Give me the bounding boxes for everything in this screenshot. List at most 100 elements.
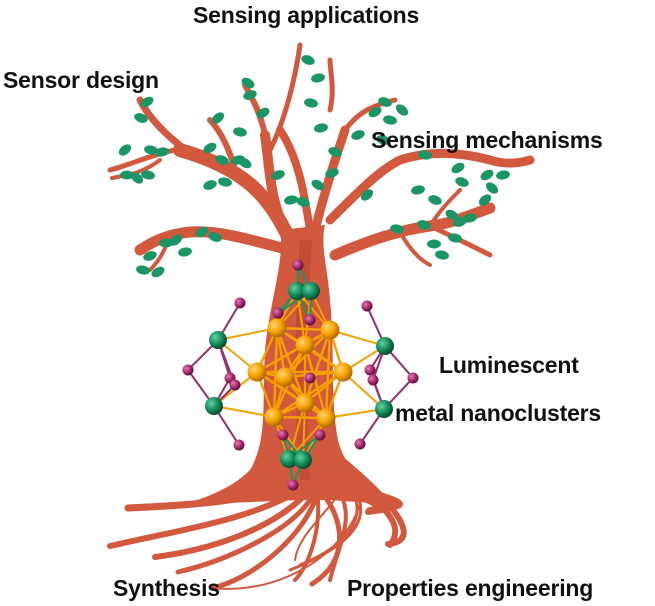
atom	[302, 282, 320, 300]
leaf	[418, 150, 432, 160]
bond	[302, 402, 306, 461]
atom	[361, 300, 373, 312]
leaf	[218, 177, 232, 187]
atom	[205, 397, 223, 415]
leaf	[241, 77, 255, 89]
atom	[209, 331, 227, 349]
leaf	[144, 145, 158, 155]
leaf	[314, 123, 328, 133]
bond	[217, 327, 278, 341]
atom	[375, 400, 393, 418]
leaf	[208, 232, 222, 242]
atom	[287, 479, 299, 491]
leaf	[178, 247, 192, 257]
leaf	[136, 265, 150, 275]
atom	[354, 438, 366, 450]
atom	[295, 335, 315, 355]
leaf	[243, 90, 257, 100]
leaf	[451, 162, 465, 174]
leaf	[428, 195, 442, 205]
leaf	[411, 185, 425, 195]
label-properties-engineering: Properties engineering	[347, 575, 594, 601]
leaf	[304, 98, 318, 108]
leaf	[390, 224, 404, 234]
atom	[407, 372, 419, 384]
leaf	[328, 147, 342, 157]
atom	[277, 429, 289, 441]
atom	[364, 364, 376, 376]
atom	[267, 318, 287, 338]
leaf	[311, 73, 325, 83]
leaf	[301, 55, 315, 65]
leaf	[141, 170, 155, 180]
label-synthesis: Synthesis	[113, 575, 220, 601]
leaf	[211, 112, 225, 124]
bond	[303, 344, 328, 419]
atom	[264, 407, 284, 427]
label-sensing-applications: Sensing applications	[193, 2, 420, 28]
leaf	[284, 195, 298, 205]
leaf	[395, 104, 409, 116]
atom	[314, 429, 326, 441]
atom	[367, 374, 379, 386]
leaf	[427, 239, 441, 249]
atom	[182, 364, 194, 376]
leaf	[203, 142, 217, 154]
leaf	[445, 209, 459, 221]
leaf	[215, 155, 229, 165]
leaf	[311, 179, 325, 191]
leaf	[169, 234, 183, 246]
leaf	[120, 170, 134, 180]
atom	[304, 314, 316, 326]
leaf	[140, 96, 154, 108]
leaf	[435, 250, 449, 260]
atom	[304, 372, 316, 384]
bond	[213, 405, 275, 418]
leaf	[480, 169, 494, 181]
leaf	[325, 168, 339, 178]
leaf	[478, 194, 492, 206]
leaf	[233, 127, 247, 137]
bond	[329, 329, 386, 347]
leaf	[143, 251, 157, 261]
atom	[376, 337, 394, 355]
leaf	[296, 197, 310, 207]
leaf	[448, 233, 462, 243]
leaf	[155, 147, 169, 157]
leaf	[417, 220, 431, 230]
leaf	[351, 130, 365, 140]
leaf	[159, 238, 173, 248]
atom	[295, 393, 315, 413]
leaf	[360, 189, 374, 201]
leaf	[151, 266, 165, 278]
label-sensing-mechanisms: Sensing mechanisms	[371, 127, 603, 153]
tree-leaves	[118, 55, 510, 278]
leaf	[203, 180, 217, 190]
atom	[272, 307, 284, 319]
metal-nanocluster-model	[182, 259, 419, 491]
bond	[325, 408, 385, 419]
leaf	[368, 106, 382, 118]
leaf	[238, 157, 252, 169]
atom	[288, 282, 306, 300]
atom	[275, 367, 295, 387]
label-sensor-design: Sensor design	[3, 67, 159, 93]
leaf	[195, 226, 209, 238]
atom	[316, 408, 336, 428]
atom	[234, 297, 246, 309]
leaf	[496, 170, 510, 180]
atom	[280, 450, 298, 468]
atom	[333, 362, 353, 382]
leaf	[383, 115, 397, 125]
atom	[294, 451, 312, 469]
leaf	[378, 97, 392, 107]
leaf	[118, 144, 132, 156]
atom	[229, 379, 241, 391]
bond	[303, 329, 332, 404]
atom	[292, 259, 304, 271]
leaf	[256, 107, 270, 119]
atom	[233, 439, 245, 451]
leaf	[130, 172, 144, 184]
leaf	[376, 135, 390, 145]
